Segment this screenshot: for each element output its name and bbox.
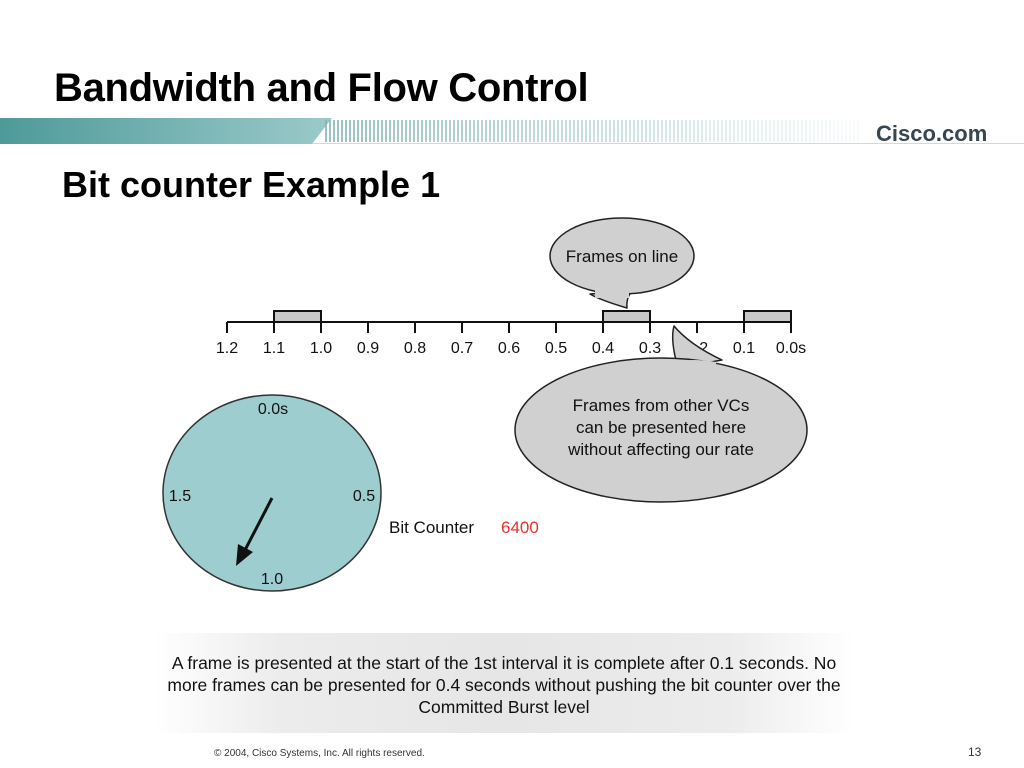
- frame-box: [743, 310, 792, 323]
- clock-face: [162, 394, 382, 592]
- timeline-frames: [273, 310, 792, 323]
- other-vcs-line-3: without affecting our rate: [567, 440, 754, 459]
- timeline-tick-label: 0.6: [498, 340, 520, 357]
- caption-text: A frame is presented at the start of the…: [167, 653, 841, 717]
- frames-on-line-text: Frames on line: [566, 247, 678, 266]
- clock-label-bottom: 1.0: [261, 571, 283, 588]
- timeline-labels: 1.21.11.00.90.80.70.60.50.40.30.20.10.0s: [216, 340, 806, 357]
- page-number: 13: [968, 745, 982, 759]
- copyright-footer: © 2004, Cisco Systems, Inc. All rights r…: [214, 748, 425, 759]
- frame-box: [273, 310, 322, 323]
- slide-subtitle: Bit counter Example 1: [62, 164, 441, 205]
- other-vcs-callout: Frames from other VCs can be presented h…: [514, 325, 808, 503]
- timeline-tick-label: 0.0s: [776, 340, 806, 357]
- timeline-tick-label: 0.1: [733, 340, 755, 357]
- clock-hand: [236, 497, 274, 566]
- caption-box: [154, 633, 854, 733]
- timeline-tick-label: 0.8: [404, 340, 426, 357]
- timeline-tick-label: 0.9: [357, 340, 379, 357]
- timeline-tick-label: 0.5: [545, 340, 567, 357]
- timeline-tick-label: 1.1: [263, 340, 285, 357]
- clock-label-top: 0.0s: [258, 401, 288, 418]
- timeline-ticks: [226, 322, 792, 333]
- timeline-tick-label: 1.2: [216, 340, 238, 357]
- bit-counter-clock: 0.0s 0.5 1.0 1.5: [162, 394, 382, 592]
- bit-counter-value: 6400: [501, 518, 539, 537]
- frames-on-line-callout: Frames on line: [549, 217, 695, 309]
- header-band: [0, 118, 1024, 144]
- other-vcs-line-1: Frames from other VCs: [573, 396, 750, 415]
- slide-title: Bandwidth and Flow Control: [54, 66, 589, 110]
- bit-counter-diagram: 1.21.11.00.90.80.70.60.50.40.30.20.10.0s…: [162, 217, 808, 592]
- other-vcs-line-2: can be presented here: [576, 418, 746, 437]
- frame-box: [602, 310, 651, 323]
- timeline-tick-label: 0.7: [451, 340, 473, 357]
- timeline: 1.21.11.00.90.80.70.60.50.40.30.20.10.0s: [216, 310, 806, 357]
- bit-counter-label: Bit Counter: [389, 518, 474, 537]
- timeline-tick-label: 1.0: [310, 340, 332, 357]
- cisco-logo-text: Cisco.com: [876, 121, 988, 146]
- clock-label-right: 0.5: [353, 488, 375, 505]
- timeline-tick-label: 0.3: [639, 340, 661, 357]
- clock-label-left: 1.5: [169, 488, 191, 505]
- header-stripes: [325, 120, 859, 142]
- timeline-tick-label: 0.4: [592, 340, 614, 357]
